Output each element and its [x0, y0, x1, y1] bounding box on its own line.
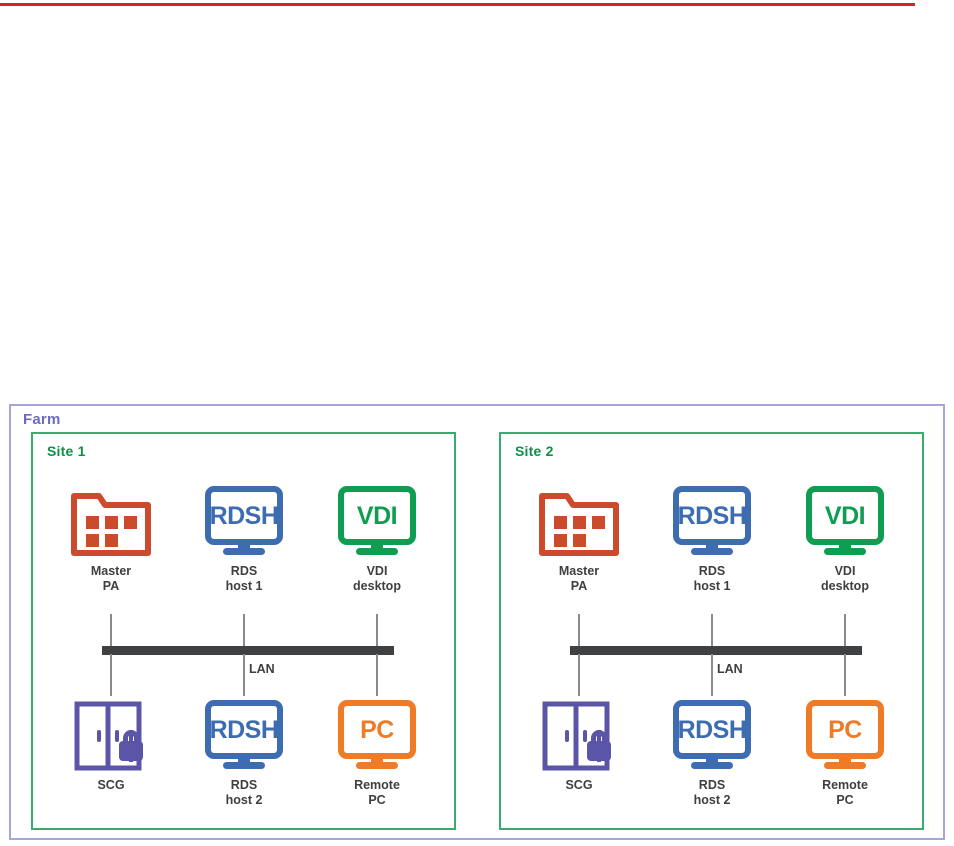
monitor-icon: RDSH [673, 486, 751, 555]
node-icon-wrap: RDSH [657, 482, 767, 558]
node-label: VDI desktop [821, 564, 869, 593]
node-icon-wrap: PC [790, 696, 900, 772]
folder-grid-icon [71, 493, 151, 556]
site-title: Site 1 [47, 443, 86, 459]
node-label: Master PA [558, 564, 600, 593]
monitor-icon: RDSH [673, 700, 751, 769]
node-icon-wrap: PC [322, 696, 432, 772]
svg-text:VDI: VDI [357, 502, 397, 530]
node-vdi-desktop[interactable]: VDI VDI desktop [790, 482, 900, 594]
door-lock-icon [74, 701, 143, 771]
drop-line-col3-top [844, 614, 846, 647]
node-rds-host 2[interactable]: RDSH RDS host 2 [657, 696, 767, 808]
node-icon-wrap: RDSH [189, 696, 299, 772]
monitor-icon: VDI [338, 486, 416, 555]
drop-line-col2-bottom [243, 654, 245, 696]
top-accent-rule [0, 3, 915, 6]
node-icon-wrap [524, 482, 634, 558]
node-scg[interactable]: SCG [56, 696, 166, 793]
drop-line-col1-bottom [578, 654, 580, 696]
site-container-1: Site 1 Master PA RDSH [31, 432, 456, 830]
folder-grid-icon [539, 493, 619, 556]
drop-line-col2-top [711, 614, 713, 647]
node-rds-host 1[interactable]: RDSH RDS host 1 [189, 482, 299, 594]
door-lock-icon [542, 701, 611, 771]
site-container-2: Site 2 Master PA RDSH [499, 432, 924, 830]
svg-text:RDSH: RDSH [210, 502, 279, 530]
lan-label: LAN [717, 662, 743, 676]
drop-line-col2-top [243, 614, 245, 647]
drop-line-col1-bottom [110, 654, 112, 696]
node-label: Master PA [90, 564, 132, 593]
node-master-pa[interactable]: Master PA [524, 482, 634, 594]
node-label: SCG [565, 778, 593, 792]
svg-text:VDI: VDI [825, 502, 865, 530]
site-title: Site 2 [515, 443, 554, 459]
node-rds-host 2[interactable]: RDSH RDS host 2 [189, 696, 299, 808]
drop-line-col3-top [376, 614, 378, 647]
node-scg[interactable]: SCG [524, 696, 634, 793]
node-label: Remote PC [354, 778, 400, 807]
svg-text:RDSH: RDSH [678, 502, 747, 530]
lan-bus [102, 646, 394, 655]
drop-line-col3-bottom [844, 654, 846, 696]
node-icon-wrap: VDI [790, 482, 900, 558]
node-icon-wrap: RDSH [189, 482, 299, 558]
node-icon-wrap [56, 696, 166, 772]
monitor-icon: RDSH [205, 486, 283, 555]
node-vdi-desktop[interactable]: VDI VDI desktop [322, 482, 432, 594]
node-label: Remote PC [822, 778, 868, 807]
drop-line-col2-bottom [711, 654, 713, 696]
node-label: RDS host 2 [225, 778, 263, 807]
monitor-icon: RDSH [205, 700, 283, 769]
monitor-icon: VDI [806, 486, 884, 555]
svg-text:PC: PC [360, 716, 394, 744]
drop-line-col3-bottom [376, 654, 378, 696]
monitor-icon: PC [338, 700, 416, 769]
node-rds-host 1[interactable]: RDSH RDS host 1 [657, 482, 767, 594]
lan-label: LAN [249, 662, 275, 676]
node-label: RDS host 1 [225, 564, 263, 593]
svg-text:RDSH: RDSH [678, 716, 747, 744]
node-label: RDS host 2 [693, 778, 731, 807]
node-master-pa[interactable]: Master PA [56, 482, 166, 594]
svg-text:RDSH: RDSH [210, 716, 279, 744]
svg-text:PC: PC [828, 716, 862, 744]
node-remote-pc[interactable]: PC Remote PC [790, 696, 900, 808]
node-icon-wrap [524, 696, 634, 772]
node-label: VDI desktop [353, 564, 401, 593]
node-icon-wrap: VDI [322, 482, 432, 558]
drop-line-col1-top [110, 614, 112, 647]
node-icon-wrap [56, 482, 166, 558]
node-remote-pc[interactable]: PC Remote PC [322, 696, 432, 808]
drop-line-col1-top [578, 614, 580, 647]
farm-title: Farm [23, 411, 61, 428]
node-label: RDS host 1 [693, 564, 731, 593]
monitor-icon: PC [806, 700, 884, 769]
node-icon-wrap: RDSH [657, 696, 767, 772]
lan-bus [570, 646, 862, 655]
node-label: SCG [97, 778, 125, 792]
